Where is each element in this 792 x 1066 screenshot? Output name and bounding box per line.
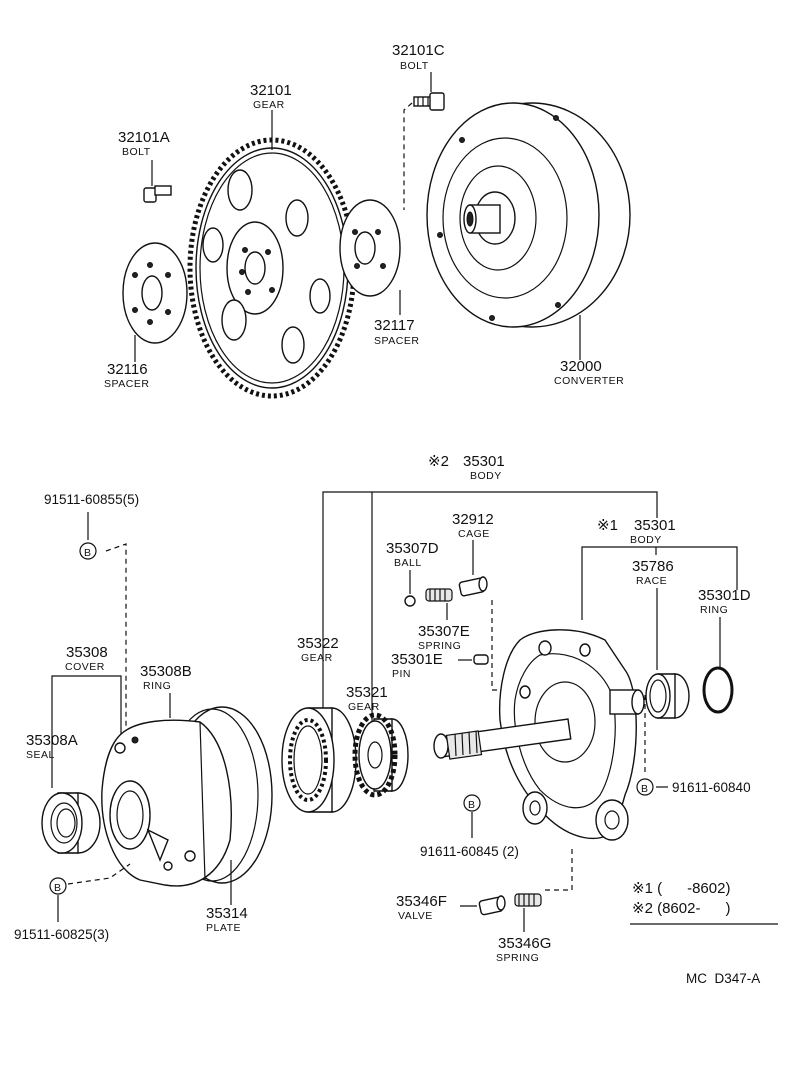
part-number-35301-2: 35301 (463, 453, 505, 470)
part-name-35308b: RING (143, 680, 171, 692)
part-number-35301d: 35301D (698, 587, 751, 604)
part-name-35346g: SPRING (496, 952, 539, 964)
part-name-35307d: BALL (394, 557, 422, 569)
legend-row-1: ※1 ( -8602) (632, 880, 730, 897)
part-number-32000: 32000 (560, 358, 602, 375)
part-number-32116: 32116 (107, 361, 148, 378)
part-name-32117: SPACER (374, 335, 419, 347)
outer-gear-35322 (281, 707, 357, 813)
part-name-32912: CAGE (458, 528, 490, 540)
race-35786 (645, 673, 690, 719)
bolt-marker-icon (79, 542, 97, 560)
part-name-35307e: SPRING (418, 640, 461, 652)
part-number-32101a: 32101A (118, 129, 170, 146)
bolt-marker-icon (49, 877, 67, 895)
oil-pump-body-35301 (433, 629, 645, 841)
part-number-35308: 35308 (66, 644, 108, 661)
svg-text:B: B (54, 882, 62, 894)
part-number-35308a: 35308A (26, 732, 78, 749)
part-name-32116: SPACER (104, 378, 149, 390)
svg-text:B: B (641, 783, 649, 795)
part-number-35786: 35786 (632, 558, 674, 575)
oil-seal-35308a (41, 792, 101, 854)
bolt-marker-icon (463, 794, 481, 812)
cage-32912 (458, 576, 488, 597)
part-name-35308a: SEAL (26, 749, 55, 761)
part-name-35301d: RING (700, 604, 728, 616)
part-name-35301-2: BODY (470, 470, 502, 482)
legend: ※1 ( -8602) ※2 (8602- ) (630, 880, 778, 925)
part-number-35346f: 35346F (396, 893, 447, 910)
part-mark-35301-2: ※2 (428, 453, 449, 470)
torque-converter-32000 (426, 102, 631, 328)
part-mark-35301-1: ※1 (597, 517, 618, 534)
part-number-32101: 32101 (250, 82, 292, 99)
legend-row-2: ※2 (8602- ) (632, 900, 730, 917)
snap-ring-35301d (702, 666, 734, 714)
part-name-32101a: BOLT (122, 146, 151, 158)
part-number-35322: 35322 (297, 635, 339, 652)
part-number-35346g: 35346G (498, 935, 551, 952)
pump-cover-35308 (101, 706, 273, 887)
part-name-35301-1: BODY (630, 534, 662, 546)
bolt-ref-91611-60840: 91611-60840 (672, 780, 751, 795)
part-name-35314: PLATE (206, 922, 241, 934)
ball-35307d (404, 595, 416, 607)
part-name-35321: GEAR (348, 701, 380, 713)
svg-text:B: B (84, 547, 92, 559)
spring-35346g (514, 893, 542, 907)
part-name-35786: RACE (636, 575, 667, 587)
bolt-32101c (413, 92, 445, 111)
flywheel-gear-32101 (187, 137, 357, 399)
bolt-32101a (143, 185, 172, 203)
part-name-32101: GEAR (253, 99, 285, 111)
part-name-35346f: VALVE (398, 910, 433, 922)
valve-35346f (478, 895, 506, 916)
bolt-ref-91511-60855: 91511-60855(5) (44, 492, 139, 507)
part-number-35301-1: 35301 (634, 517, 676, 534)
part-name-32101c: BOLT (400, 60, 429, 72)
part-number-35308b: 35308B (140, 663, 192, 680)
spacer-32117 (339, 199, 401, 297)
part-name-35322: GEAR (301, 652, 333, 664)
part-number-35314: 35314 (206, 905, 248, 922)
svg-text:B: B (468, 799, 476, 811)
part-number-32117: 32117 (374, 317, 415, 334)
part-number-35321: 35321 (346, 684, 388, 701)
spacer-32116 (122, 242, 188, 344)
part-number-35307e: 35307E (418, 623, 470, 640)
part-number-32101c: 32101C (392, 42, 445, 59)
part-number-35301e: 35301E (391, 651, 443, 668)
inner-gear-35321 (352, 712, 409, 798)
diagram-code: MC D347-A (686, 971, 760, 986)
bolt-ref-91511-60825: 91511-60825(3) (14, 927, 109, 942)
bolt-ref-91611-60845: 91611-60845 (2) (420, 844, 519, 859)
spring-35307e (425, 588, 453, 602)
part-number-35307d: 35307D (386, 540, 439, 557)
pin-35301e (473, 654, 489, 665)
bolt-marker-icon (636, 778, 654, 796)
part-number-32912: 32912 (452, 511, 494, 528)
part-name-35301e: PIN (392, 668, 411, 680)
part-name-32000: CONVERTER (554, 375, 624, 387)
part-name-35308: COVER (65, 661, 105, 673)
